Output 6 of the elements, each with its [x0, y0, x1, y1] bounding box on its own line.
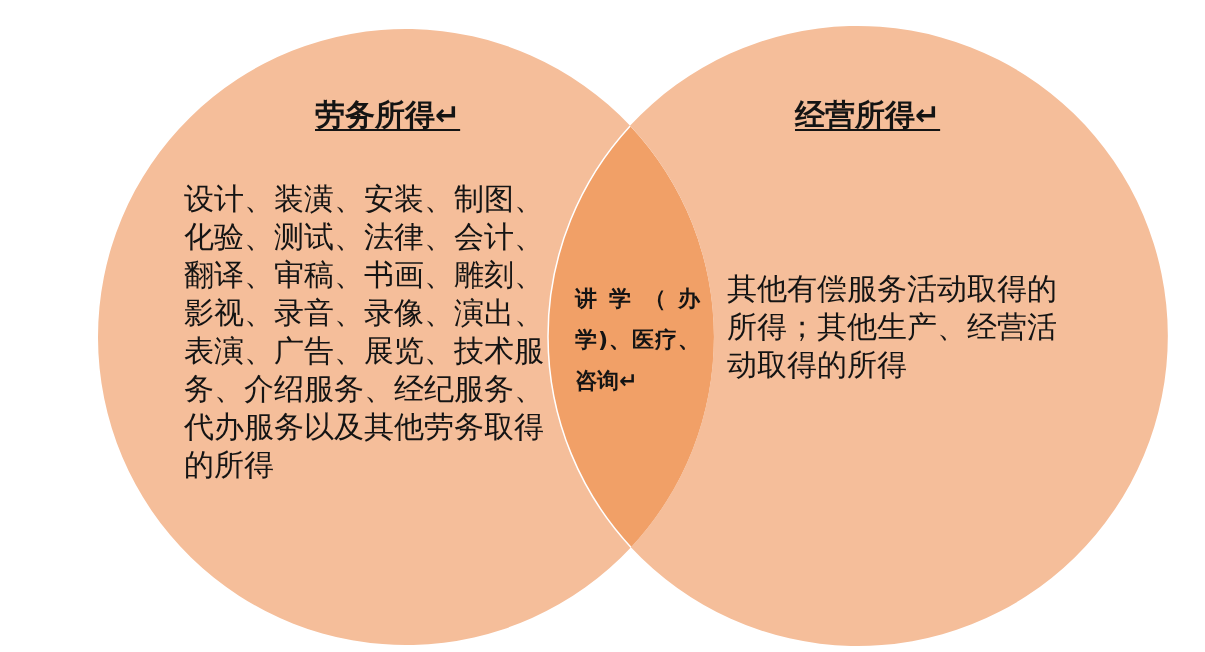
circle-heading: 经营所得↵	[795, 96, 941, 134]
circle-text: 其他有偿服务活动取得的所得；其他生产、经营活动取得的所得	[727, 270, 1058, 384]
circle-text: 设计、装潢、安装、制图、化验、测试、法律、会计、翻译、审稿、书画、雕刻、影视、录音、录像、演出、表演、广告、展览、技术服务、介绍服务、经纪服务、代办服务以及其他劳务取得的所得	[184, 180, 545, 484]
overlap-text: 讲学（办学)、医疗、咨询↵	[575, 285, 700, 395]
overlap-region	[548, 125, 714, 548]
circle-heading: 劳务所得↵	[315, 96, 461, 134]
